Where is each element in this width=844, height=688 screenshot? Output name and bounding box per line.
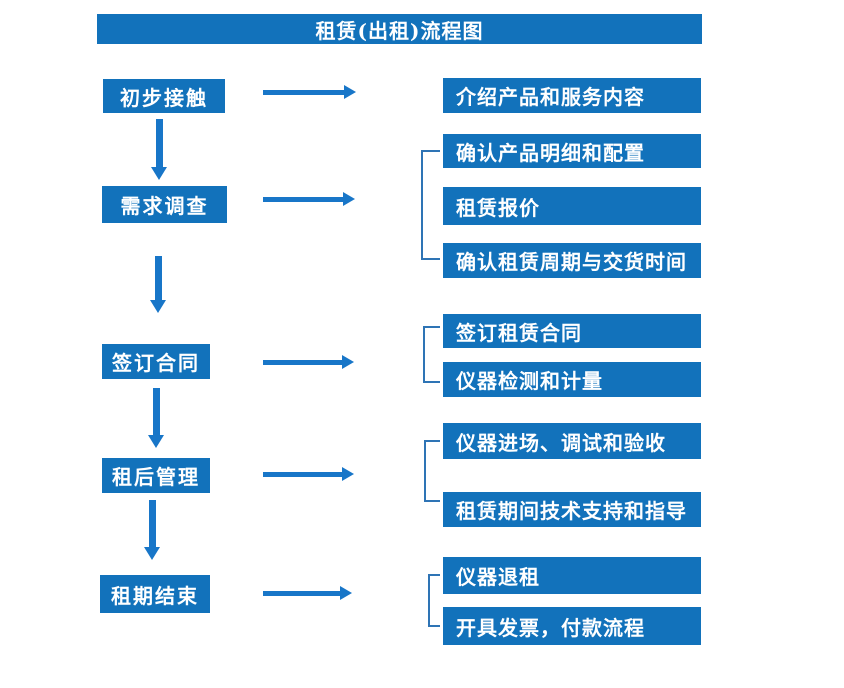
right-arrow-shaft	[263, 196, 343, 202]
right-arrow-icon-5	[263, 586, 352, 600]
right-arrow-icon-1	[263, 85, 356, 99]
detail-invoice-payment-process: 开具发票，付款流程	[443, 607, 701, 645]
detail-instrument-return: 仪器退租	[443, 557, 701, 594]
detail-introduce-products-services: 介绍产品和服务内容	[443, 78, 701, 113]
right-arrow-shaft	[263, 89, 344, 95]
step-post-rental-management: 租后管理	[102, 458, 210, 493]
step-initial-contact: 初步接触	[103, 79, 225, 113]
detail-instrument-testing-metering: 仪器检测和计量	[443, 362, 701, 397]
right-arrow-head	[342, 355, 354, 369]
down-arrow-head	[151, 167, 167, 180]
down-arrow-shaft	[152, 388, 160, 435]
bracket-sign-contract-group	[423, 326, 440, 383]
right-arrow-head	[344, 85, 356, 99]
right-arrow-icon-3	[263, 355, 354, 369]
detail-rental-tech-support-guidance: 租赁期间技术支持和指导	[443, 492, 701, 527]
step-sign-contract: 签订合同	[102, 344, 210, 379]
detail-rental-quotation: 租赁报价	[443, 187, 701, 225]
bracket-post-rental-group	[424, 440, 440, 502]
right-arrow-shaft	[263, 471, 342, 477]
down-arrow-head	[144, 547, 160, 560]
bracket-demand-survey-group	[421, 150, 440, 260]
right-arrow-shaft	[263, 359, 342, 365]
right-arrow-head	[342, 467, 354, 481]
detail-instrument-setup-acceptance: 仪器进场、调试和验收	[443, 423, 701, 459]
right-arrow-head	[340, 586, 352, 600]
step-demand-survey: 需求调查	[102, 186, 227, 223]
down-arrow-head	[150, 300, 166, 313]
down-arrow-icon-3	[148, 388, 164, 448]
right-arrow-icon-4	[263, 467, 354, 481]
detail-confirm-rental-period-delivery: 确认租赁周期与交货时间	[443, 243, 701, 278]
right-arrow-shaft	[263, 590, 340, 596]
detail-sign-rental-contract: 签订租赁合同	[443, 314, 701, 348]
down-arrow-icon-2	[150, 256, 166, 313]
detail-confirm-product-details-config: 确认产品明细和配置	[443, 134, 701, 168]
down-arrow-head	[148, 435, 164, 448]
right-arrow-head	[343, 192, 355, 206]
right-arrow-icon-2	[263, 192, 355, 206]
down-arrow-shaft	[148, 500, 156, 547]
flowchart-title: 租赁(出租)流程图	[97, 14, 702, 44]
bracket-lease-end-group	[428, 574, 440, 627]
step-lease-end: 租期结束	[100, 575, 210, 613]
down-arrow-icon-1	[151, 119, 167, 180]
down-arrow-shaft	[154, 256, 162, 300]
down-arrow-shaft	[155, 119, 163, 167]
down-arrow-icon-4	[144, 500, 160, 560]
